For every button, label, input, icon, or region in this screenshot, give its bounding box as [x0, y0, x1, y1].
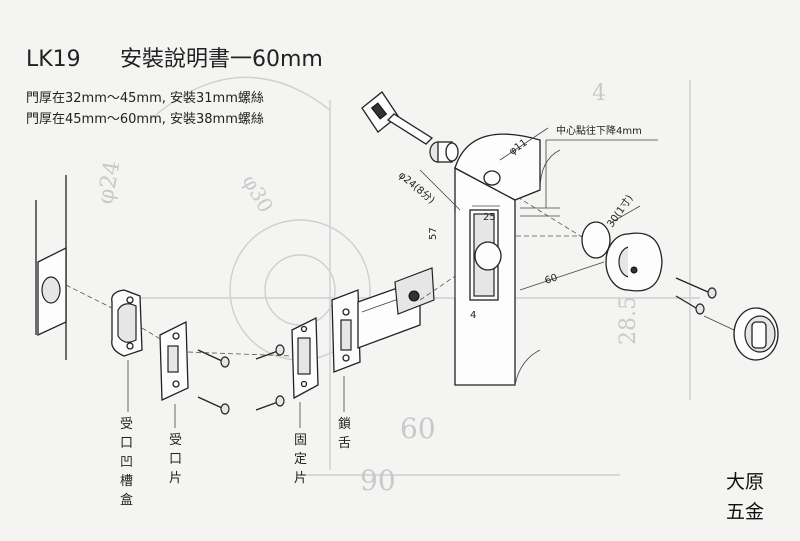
- label-face-plate: 固 定 片: [294, 433, 307, 486]
- note-thin-door: 門厚在32mm～45mm, 安裝31mm螺絲: [26, 91, 264, 106]
- key-shaft: [386, 113, 434, 145]
- latch-assembly: [331, 267, 435, 373]
- door-top-curl: [454, 133, 541, 201]
- dim-4: 4: [470, 310, 476, 321]
- dim-d24: φ24(8分): [396, 169, 437, 206]
- door-spindle-hole: [483, 170, 501, 186]
- dim-line-d11: [499, 127, 549, 161]
- brand-line-1: 大原: [726, 471, 764, 493]
- screw-strike-top: [197, 349, 230, 368]
- face-plate-hole-bottom: [300, 380, 308, 388]
- key-head-slot: [370, 102, 388, 120]
- strike-box-mortise: [37, 246, 67, 337]
- key: [361, 91, 434, 145]
- screw-latch-bottom: [255, 395, 285, 411]
- face-plate-slot: [297, 337, 311, 375]
- ghost-label-60: 60: [400, 412, 436, 445]
- screw-latch-top: [255, 344, 285, 360]
- label-latch-char-2: 舌: [338, 436, 351, 451]
- thumbturn: [733, 307, 779, 361]
- latch-face-hole-top: [342, 308, 350, 316]
- inside-rose: [605, 232, 663, 292]
- note-thick-door: 門厚在45mm～60mm, 安裝38mm螺絲: [26, 112, 264, 127]
- label-strike-plate-char-2: 口: [169, 452, 182, 467]
- dim-line-60: [519, 261, 605, 291]
- label-face-plate-char-2: 定: [294, 452, 307, 467]
- rose-ring-side: [627, 232, 663, 292]
- ghost-circle-small: [264, 254, 336, 326]
- dim-center-drop: 中心點往下降4mm: [556, 124, 642, 137]
- label-strike-box-char-3: 凹: [120, 455, 133, 470]
- door-bore-edge-bottom: [514, 349, 541, 386]
- face-plate-hole-top: [300, 325, 308, 333]
- label-latch: 鎖 舌: [338, 416, 351, 451]
- thumbturn-lever: [751, 321, 767, 349]
- leader-lines: [127, 360, 345, 428]
- label-strike-box-char-4: 槽: [120, 474, 133, 489]
- screw-rose-top: [675, 277, 717, 299]
- rose-screws: [675, 277, 735, 331]
- strike-screws: [197, 344, 285, 415]
- label-strike-box-char-2: 口: [120, 436, 133, 451]
- door-face-bore: [581, 221, 611, 259]
- bushing-end: [445, 142, 459, 162]
- label-strike-box-char-5: 盒: [120, 492, 133, 508]
- ghost-label-phi30: φ30: [238, 171, 279, 217]
- latch-spindle-hole: [408, 290, 420, 302]
- thumbturn-shaft: [703, 315, 735, 331]
- label-strike-box: 受 口 凹 槽 盒: [120, 417, 133, 508]
- screw-rose-bottom: [675, 295, 705, 315]
- dim-w25: 25: [483, 212, 496, 223]
- axis-box-to-plate: [141, 327, 163, 341]
- axis-plate-to-face: [187, 351, 293, 357]
- label-strike-plate-char-1: 受: [169, 433, 182, 448]
- strike-box-hole-bottom: [126, 342, 134, 350]
- face-plate: [291, 316, 319, 400]
- label-latch-char-1: 鎖: [338, 416, 351, 432]
- axis-mortise-to-box: [65, 284, 113, 309]
- strike-plate: [159, 320, 189, 402]
- strike-box: [111, 289, 143, 357]
- label-face-plate-char-3: 片: [294, 471, 307, 486]
- brand-line-2: 五金: [726, 501, 764, 523]
- latch-face-hole-bottom: [342, 354, 350, 362]
- spindle-bushing: [429, 141, 459, 163]
- label-strike-plate: 受 口 片: [169, 433, 182, 486]
- ghost-label-4: 4: [592, 81, 606, 106]
- latch-bolt: [340, 319, 352, 351]
- label-strike-box-char-1: 受: [120, 417, 133, 432]
- dim-h57: 57: [428, 227, 439, 240]
- dim-line-30: [611, 205, 641, 223]
- strike-box-hole-top: [126, 296, 134, 304]
- door-block: [454, 133, 611, 386]
- strike-plate-hole-bottom: [172, 380, 180, 388]
- strike-plate-slot: [167, 345, 179, 373]
- ghost-label-28-5: 28.5: [616, 296, 641, 345]
- rose-ring-hole: [630, 266, 638, 274]
- page-title: 安裝說明書一60mm: [120, 47, 323, 72]
- mortise-hole: [41, 276, 61, 304]
- ghost-label-90: 90: [360, 464, 396, 497]
- dim-line-d24: [419, 169, 461, 211]
- dim-60: 60: [544, 272, 560, 286]
- brand-logo: 大原 五金: [726, 471, 764, 523]
- label-face-plate-char-1: 固: [294, 433, 307, 448]
- strike-box-cavity: [117, 303, 137, 343]
- door-edge-bore: [474, 241, 502, 271]
- model-number: LK19: [26, 47, 81, 72]
- ghost-label-phi24: φ24: [93, 159, 125, 206]
- ghost-arc-top: [149, 76, 331, 121]
- door-bore-edge-top: [539, 149, 561, 191]
- label-strike-plate-char-3: 片: [169, 471, 182, 486]
- strike-plate-hole-top: [172, 332, 180, 340]
- screw-strike-bottom: [197, 396, 230, 415]
